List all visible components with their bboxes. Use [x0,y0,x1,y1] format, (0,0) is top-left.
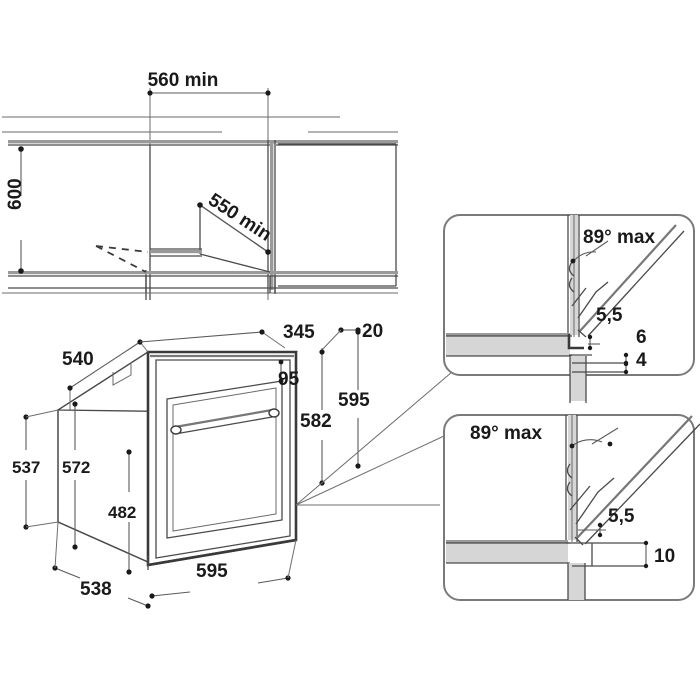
oven-base [147,538,297,570]
dimension-oven-left-height: 537 [12,409,59,530]
detail-open-door-top [577,224,685,338]
dimension-oven-body-height: 582 [300,348,332,486]
dimension-cabinet-height: 600 [5,146,26,274]
detail-angle-arc-bottom: 89° max [470,423,619,449]
cabinet-top-rails [2,116,398,146]
dimension-label-cabinet-height: 600 [5,178,26,210]
dimension-label-oven-front-lip: 20 [362,321,383,342]
dimension-label-cabinet-width: 560 min [148,70,219,91]
cabinet-right-stile [267,140,276,294]
detail-dimension-4-top: 4 [623,350,647,375]
dimension-oven-front-height: 595 [338,329,370,469]
detail-hinge-arm-bottom [566,463,615,525]
detail-dimension-label-6-top: 6 [636,327,647,348]
detail-dimension-label-4-top: 4 [636,350,647,371]
dimension-label-oven-left-height: 537 [12,458,40,477]
dimension-label-oven-top-rear-width: 345 [283,322,315,343]
dimension-oven-body-side-height: 572 [62,401,90,550]
oven-isometric-view: 540 345 20 95 [12,321,453,609]
dimension-oven-top-depth: 540 [62,339,149,410]
dimension-oven-cavity-height: 482 [108,449,136,575]
detail-angle-label-top: 89° max [583,227,655,248]
dimension-label-oven-trim-height: 95 [278,369,300,390]
dimension-oven-trim-height: 95 [278,359,300,390]
dimension-label-oven-body-side-height: 572 [62,458,90,477]
cabinet-recess-section-view: 560 min [2,70,398,300]
dimension-label-cabinet-depth: 550 min [204,190,275,246]
detail-open-door-bottom [574,415,700,546]
detail-dimension-label-10-bottom: 10 [654,546,675,567]
detail-panel-hinge-bottom: 89° max 5,5 10 [443,414,700,601]
detail-dimension-10-bottom: 10 [643,540,675,569]
detail-angle-arc-top: 89° max [570,227,655,264]
dimension-cabinet-depth: 550 min [197,190,275,255]
detail-hinge-arm-top [568,261,609,319]
detail-angle-label-bottom: 89° max [470,423,542,444]
dimension-oven-front-width: 595 [149,539,297,599]
oven-front-frame [146,350,298,567]
cabinet-bottom-boards [2,271,398,294]
dimension-label-oven-top-depth: 540 [62,349,94,370]
dimension-oven-top-rear-width: 345 [139,322,315,349]
detail-dimension-5-5-top: 5,5 [587,305,623,351]
dimension-label-oven-front-width: 595 [196,561,228,582]
dimension-label-oven-body-height: 582 [300,411,332,432]
detail-dimension-5-5-bottom: 5,5 [578,506,635,538]
oven-door-handle [170,408,280,435]
detail-leader-lines [295,371,453,506]
dimension-label-oven-base-depth: 538 [80,579,112,600]
oven-door [166,380,283,539]
dimension-label-oven-cavity-height: 482 [108,503,136,522]
cabinet-right-box [278,143,397,287]
detail-dimension-label-5-5-bottom: 5,5 [608,506,635,527]
dimension-oven-base-depth: 538 [52,521,151,609]
detail-dimension-label-5-5-top: 5,5 [596,305,623,326]
dimension-oven-front-lip: 20 [319,321,383,353]
dimension-label-oven-front-height: 595 [338,390,370,411]
detail-panel-hinge-top: 89° max 5,5 6 4 [443,214,695,403]
dimension-cabinet-width: 560 min [147,70,271,300]
